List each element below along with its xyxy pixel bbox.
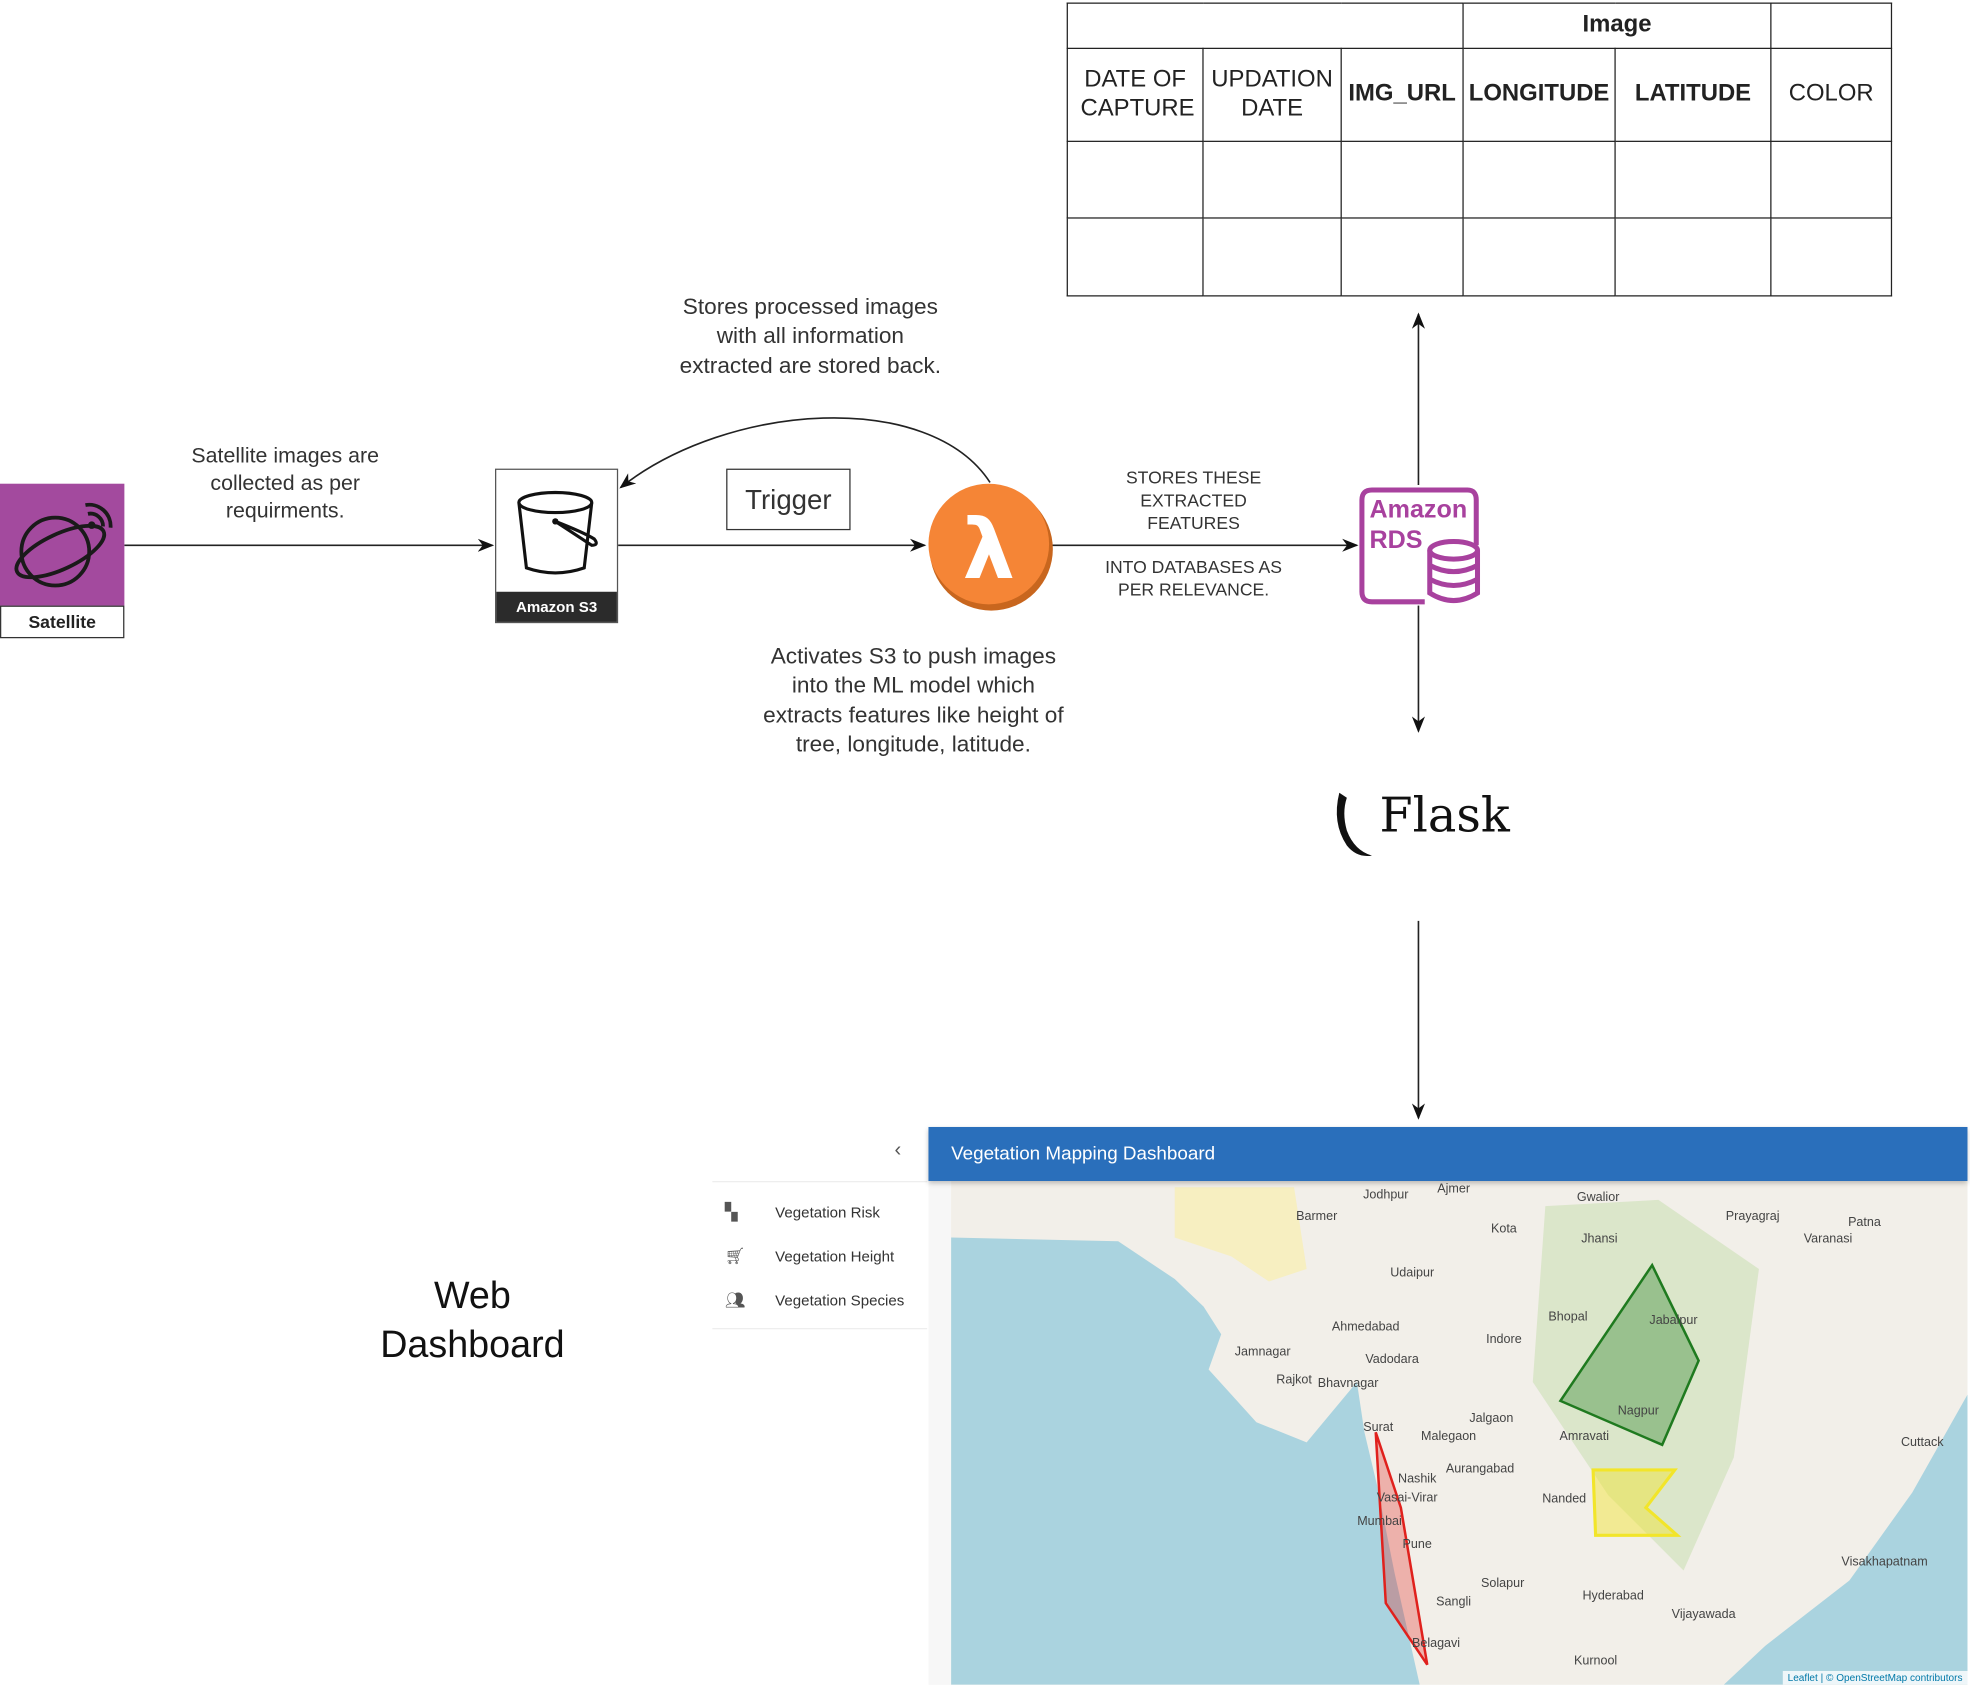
flask-horn-icon	[1336, 792, 1372, 857]
column-header: DATE OF CAPTURE	[1066, 47, 1204, 142]
table-row	[1066, 140, 1893, 219]
sidebar-item-label: Vegetation Height	[775, 1247, 895, 1266]
map-city-label: Sangli	[1436, 1595, 1471, 1609]
map-city-label: Indore	[1486, 1332, 1522, 1346]
arrow-lambda-s3-curve	[619, 417, 991, 489]
map-city-label: Belagavi	[1412, 1636, 1460, 1650]
pakistan-region	[1174, 1187, 1307, 1282]
sidebar-item-vegetation-species[interactable]: 👥︎ Vegetation Species	[725, 1282, 926, 1320]
satellite-label: Satellite	[0, 605, 125, 639]
map-city-label: Kota	[1491, 1222, 1517, 1236]
map-city-label: Jhansi	[1581, 1232, 1617, 1246]
column-header: LATITUDE	[1614, 47, 1772, 142]
flask-logo: Flask	[1329, 785, 1511, 860]
map-city-label: Amravati	[1560, 1429, 1610, 1443]
table-header-blank	[1770, 2, 1893, 49]
map-city-label: Varanasi	[1804, 1232, 1853, 1246]
map-city-label: Bhavnagar	[1318, 1376, 1379, 1390]
stores-caption-top: STORES THESE EXTRACTED FEATURES	[1125, 467, 1262, 533]
map-city-label: Nanded	[1542, 1492, 1586, 1506]
map-city-label: Ahmedabad	[1332, 1320, 1400, 1334]
sidebar-item-vegetation-risk[interactable]: ▚ Vegetation Risk	[725, 1194, 926, 1232]
map-attribution[interactable]: Leaflet | © OpenStreetMap contributors	[1782, 1670, 1968, 1685]
map-city-label: Prayagraj	[1726, 1209, 1780, 1223]
database-icon	[1427, 538, 1481, 604]
web-dashboard-label: Web Dashboard	[380, 1275, 565, 1366]
map-city-label: Gwalior	[1577, 1190, 1620, 1204]
sea-west	[951, 1237, 1420, 1685]
map-city-label: Udaipur	[1390, 1265, 1434, 1279]
lambda-caption: Activates S3 to push images into the ML …	[763, 643, 1064, 757]
map-city-label: Ajmer	[1437, 1181, 1470, 1195]
map-city-label: Cuttack	[1901, 1435, 1944, 1449]
map-city-label: Jabalpur	[1649, 1313, 1697, 1327]
bucket-icon	[517, 490, 598, 575]
map-city-label: Bhopal	[1548, 1309, 1587, 1323]
map-city-label: Jalgaon	[1469, 1411, 1513, 1425]
amazon-s3-node: Amazon S3	[495, 468, 619, 624]
map-city-label: Vijayawada	[1672, 1607, 1736, 1621]
map-city-label: Solapur	[1481, 1576, 1524, 1590]
sidebar-item-label: Vegetation Species	[775, 1291, 905, 1310]
flask-label: Flask	[1379, 787, 1510, 844]
dashboard-icon: ▚	[724, 1202, 738, 1222]
dashboard-header: Vegetation Mapping Dashboard	[928, 1126, 1968, 1181]
column-header: COLOR	[1770, 47, 1893, 142]
s3-label: Amazon S3	[496, 591, 617, 622]
trigger-label: Trigger	[726, 468, 851, 531]
map-city-label: Rajkot	[1276, 1372, 1312, 1386]
column-header: LONGITUDE	[1462, 47, 1616, 142]
dashboard-sidebar: ‹ ▚ Vegetation Risk 🛒︎ Vegetation Height…	[712, 1126, 928, 1685]
map-city-label: Surat	[1363, 1420, 1394, 1434]
sidebar-item-vegetation-height[interactable]: 🛒︎ Vegetation Height	[725, 1238, 926, 1276]
map-city-label: Hyderabad	[1582, 1588, 1643, 1602]
map-city-label: Patna	[1848, 1215, 1881, 1229]
column-header: UPDATION DATE	[1202, 47, 1342, 142]
people-icon: 👥︎	[724, 1290, 746, 1310]
amazon-rds-node: Amazon RDS	[1359, 487, 1481, 605]
map-city-label: Nagpur	[1618, 1404, 1659, 1418]
map-city-label: Pune	[1403, 1537, 1432, 1551]
rds-line2: RDS	[1369, 526, 1423, 555]
map-city-label: Jodhpur	[1363, 1188, 1408, 1202]
forest-region	[1532, 1199, 1759, 1571]
sidebar-item-label: Vegetation Risk	[775, 1203, 880, 1222]
sea-east	[1723, 1394, 1968, 1685]
chevron-left-icon[interactable]: ‹	[894, 1139, 902, 1161]
image-table: Image DATE OF CAPTURE UPDATION DATE IMG_…	[1066, 2, 1893, 297]
dashboard-title: Vegetation Mapping Dashboard	[951, 1143, 1216, 1165]
cart-icon: 🛒︎	[724, 1246, 746, 1266]
stores-caption-bottom: INTO DATABASES AS PER RELEVANCE.	[1105, 556, 1283, 600]
map-city-label: Vadodara	[1365, 1352, 1419, 1366]
rds-line1: Amazon	[1369, 496, 1468, 524]
map-city-label: Visakhapatnam	[1841, 1554, 1927, 1568]
map-city-label: Jamnagar	[1235, 1345, 1291, 1359]
column-header: IMG_URL	[1340, 47, 1464, 142]
map-city-label: Mumbai	[1357, 1514, 1402, 1528]
red-zone[interactable]	[1374, 1431, 1429, 1666]
map-city-label: Kurnool	[1574, 1654, 1617, 1668]
table-group-header: Image	[1462, 2, 1772, 49]
satellite-icon	[0, 483, 125, 606]
map-city-label: Barmer	[1296, 1209, 1337, 1223]
table-header-blank	[1066, 2, 1464, 49]
map-city-label: Aurangabad	[1446, 1461, 1514, 1475]
satellite-caption: Satellite images are collected as per re…	[191, 443, 379, 523]
map-city-label: Malegaon	[1421, 1429, 1476, 1443]
map-city-label: Nashik	[1398, 1472, 1437, 1486]
green-zone[interactable]	[1558, 1262, 1701, 1447]
yellow-zone[interactable]	[1591, 1468, 1682, 1537]
map-city-label: Vasai-Virar	[1377, 1490, 1438, 1504]
store-back-caption: Stores processed images with all informa…	[679, 293, 942, 378]
table-row	[1066, 217, 1893, 297]
